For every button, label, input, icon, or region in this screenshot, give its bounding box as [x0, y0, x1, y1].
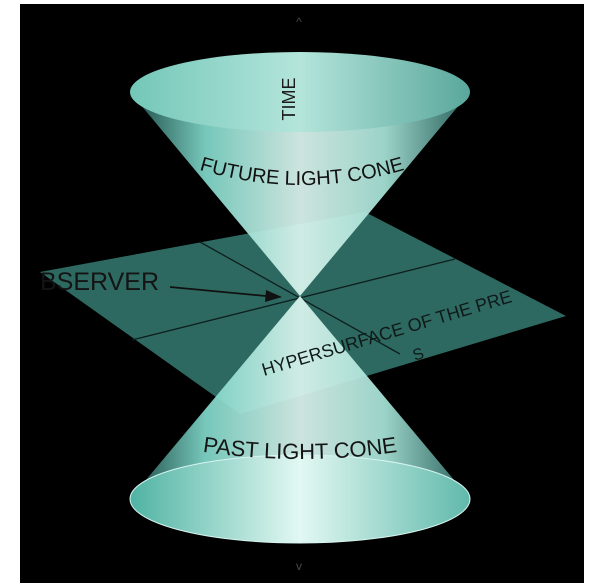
time-label: TIME [279, 78, 299, 121]
future-cone-cap [130, 52, 470, 132]
bottom-arrow-marker: v [296, 559, 302, 573]
light-cone-diagram: ^ v TIME FUTURE LIGHT CONE BSERVER HYPER… [20, 4, 584, 583]
observer-label: BSERVER [40, 268, 159, 296]
top-arrow-marker: ^ [296, 15, 302, 29]
past-cone-base [130, 455, 470, 543]
diagram-canvas: ^ v TIME FUTURE LIGHT CONE BSERVER HYPER… [20, 4, 584, 583]
